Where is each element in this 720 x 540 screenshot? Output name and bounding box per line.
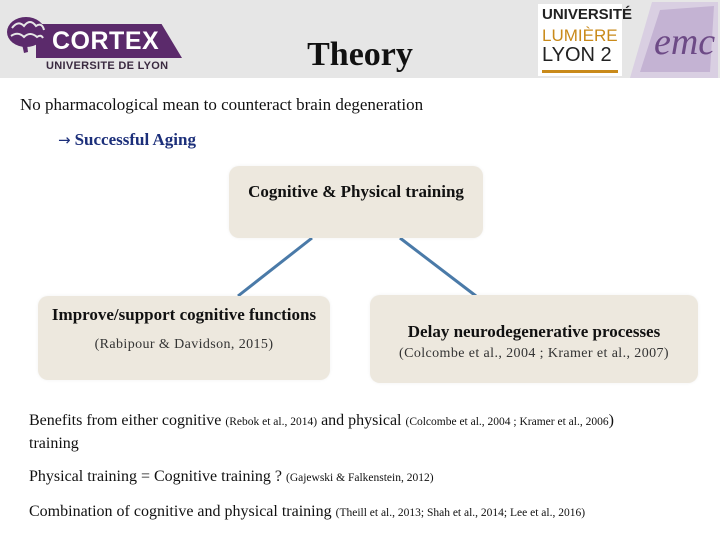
paragraph-benefits: Benefits from either cognitive (Rebok et… xyxy=(29,410,689,454)
lyon-logo-line2: LUMIÈRE xyxy=(542,26,618,45)
p3-ref: (Theill et al., 2013; Shah et al., 2014;… xyxy=(335,507,586,519)
p1-text-b: and physical xyxy=(321,412,402,429)
slide-title: Theory xyxy=(307,36,413,73)
lyon-logo-bar xyxy=(542,70,618,73)
connector-right xyxy=(399,236,477,298)
cortex-logo: CORTEX UNIVERSITE DE LYON xyxy=(2,6,188,72)
box-top-title: Cognitive & Physical training xyxy=(248,182,464,201)
paragraph-combination: Combination of cognitive and physical tr… xyxy=(29,501,585,524)
header-bar: CORTEX UNIVERSITE DE LYON Theory UNIVERS… xyxy=(0,0,720,78)
box-left-title: Improve/support cognitive functions xyxy=(51,305,317,324)
arrow-right-icon: → xyxy=(58,131,71,149)
intro-conclusion: →Successful Aging xyxy=(58,130,196,150)
p2-ref: (Gajewski & Falkenstein, 2012) xyxy=(285,472,434,484)
intro-conclusion-label: Successful Aging xyxy=(74,130,196,149)
p1-ref-a: (Rebok et al., 2014) xyxy=(225,416,318,428)
emc-logo: emc xyxy=(630,2,718,78)
lyon-logo-line3: LYON 2 xyxy=(542,44,612,66)
p1-close-paren: ) xyxy=(608,412,614,429)
cortex-banner xyxy=(36,24,182,58)
paragraph-question: Physical training = Cognitive training ?… xyxy=(29,466,434,489)
box-left-citation: (Rabipour & Davidson, 2015) xyxy=(94,337,274,352)
brain-icon xyxy=(7,17,45,53)
p2-text: Physical training = Cognitive training ? xyxy=(29,468,282,485)
p1-ref-b: (Colcombe et al., 2004 ; Kramer et al., … xyxy=(405,416,609,428)
intro-statement: No pharmacological mean to counteract br… xyxy=(20,95,424,114)
box-right-title: Delay neurodegenerative processes xyxy=(407,322,661,341)
p1-text-c: training xyxy=(29,435,79,452)
lyon-logo-line1: UNIVERSITÉ xyxy=(542,6,633,23)
emc-logo-text: emc xyxy=(654,21,715,63)
box-improve-cognitive: Improve/support cognitive functions (Rab… xyxy=(38,296,330,380)
cortex-wordmark: CORTEX xyxy=(52,27,160,55)
lyon2-logo: UNIVERSITÉ LUMIÈRE LYON 2 xyxy=(538,4,632,76)
box-right-citation: (Colcombe et al., 2004 ; Kramer et al., … xyxy=(399,346,669,361)
p1-text-a: Benefits from either cognitive xyxy=(29,412,222,429)
box-delay-neurodegeneration: Delay neurodegenerative processes (Colco… xyxy=(370,295,698,383)
connector-left xyxy=(237,236,313,298)
p3-text: Combination of cognitive and physical tr… xyxy=(29,503,332,520)
cortex-subtitle: UNIVERSITE DE LYON xyxy=(46,60,169,72)
box-cognitive-physical-training: Cognitive & Physical training xyxy=(229,166,483,238)
